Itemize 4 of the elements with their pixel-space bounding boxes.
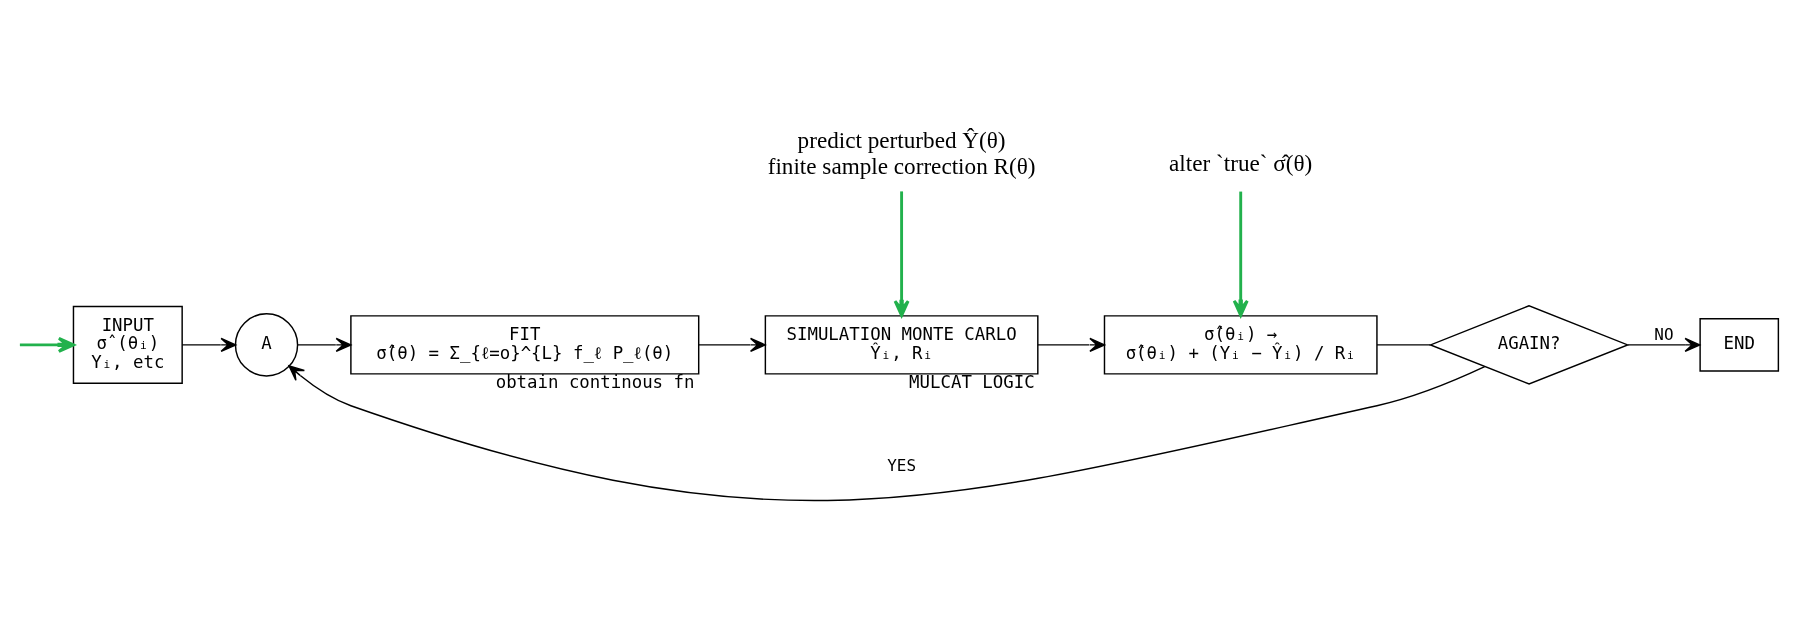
node-text: alter `true` σ̂(θ) — [1169, 149, 1313, 176]
edge-label: NO — [1654, 325, 1674, 345]
edge-label: YES — [887, 455, 916, 475]
node-text: predict perturbed Ŷ(θ) finite sample correction R(θ) — [767, 126, 1036, 179]
